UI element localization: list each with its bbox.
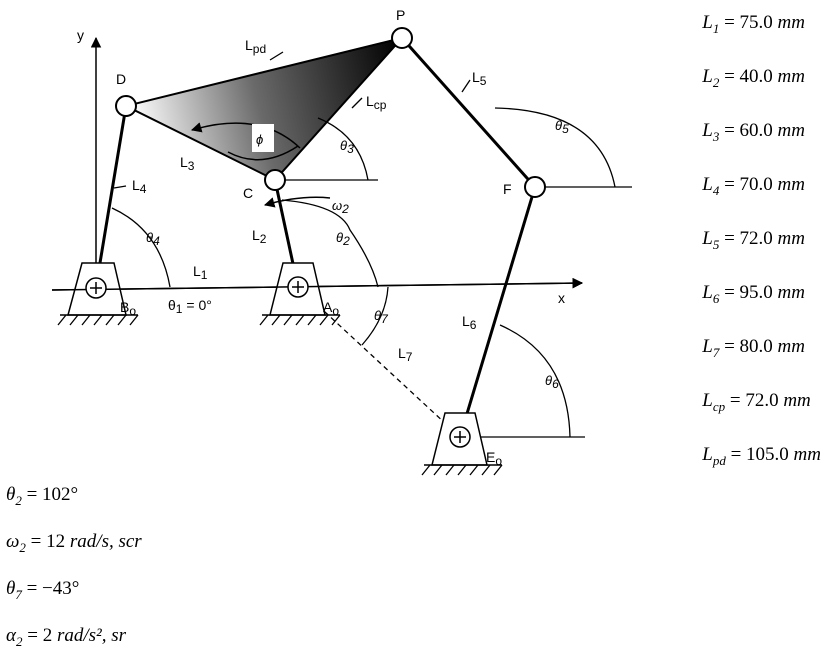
label-theta4: θ4	[146, 230, 160, 248]
label-theta6: θ6	[545, 373, 559, 391]
given-theta2: θ2 = 102°	[6, 484, 79, 508]
label-L1: L1	[193, 263, 208, 282]
leader-Lpd	[269, 51, 284, 61]
leader-Lcp	[351, 97, 363, 109]
label-L6: L6	[462, 313, 477, 332]
label-phi: ϕ	[256, 132, 263, 147]
pivot-Ao	[287, 276, 309, 298]
label-theta1: θ1 = 0°	[168, 297, 212, 316]
label-L3: L3	[180, 154, 195, 173]
label-F: F	[503, 181, 512, 197]
label-L4: L4	[132, 177, 147, 196]
param-L2: L2 = 40.0 mm	[702, 66, 805, 90]
mechanism-diagram: P D C F y x Bo Ao Eo Lpd Lcp L5 L3 L4 L2…	[51, 7, 632, 476]
param-L4: L4 = 70.0 mm	[702, 174, 805, 198]
label-theta7: θ7	[374, 308, 389, 326]
arc-theta7	[361, 286, 389, 346]
label-theta5: θ5	[555, 118, 569, 136]
leader-L5	[461, 79, 471, 93]
given-conditions: θ2 = 102° ω2 = 12 rad/s, scr θ7 = −43° α…	[6, 480, 142, 668]
arc-theta4	[111, 207, 171, 288]
link-L6	[458, 186, 537, 438]
label-C: C	[243, 185, 253, 201]
joint-C	[264, 169, 286, 191]
arc-theta2	[281, 199, 379, 288]
label-theta3: θ3	[340, 138, 354, 156]
arc-theta6	[499, 324, 571, 438]
label-Bo: Bo	[120, 299, 136, 318]
arc-omega2	[263, 196, 331, 208]
label-theta2: θ2	[336, 230, 350, 248]
label-Eo: Eo	[486, 449, 502, 468]
joint-D	[115, 95, 137, 117]
arc-theta3	[317, 117, 369, 181]
label-L7: L7	[398, 345, 413, 364]
param-Lpd: Lpd = 105.0 mm	[702, 444, 821, 468]
coupler-triangle	[123, 36, 405, 182]
label-P: P	[396, 7, 405, 23]
label-Lpd: Lpd	[245, 37, 266, 56]
param-L7: L7 = 80.0 mm	[702, 336, 805, 360]
pivot-Eo	[449, 426, 471, 448]
param-L6: L6 = 95.0 mm	[702, 282, 805, 306]
label-Lcp: Lcp	[366, 93, 387, 112]
arc-theta5	[494, 107, 616, 188]
label-Ao: Ao	[323, 299, 339, 318]
leader-L4	[113, 185, 127, 189]
param-L5: L5 = 72.0 mm	[702, 228, 805, 252]
link-L5	[400, 37, 537, 188]
param-L3: L3 = 60.0 mm	[702, 120, 805, 144]
given-theta7: θ7 = −43°	[6, 578, 80, 602]
joint-F	[524, 176, 546, 198]
label-L5: L5	[472, 69, 487, 88]
pivot-Bo	[85, 277, 107, 299]
label-D: D	[116, 71, 126, 87]
given-alpha2: α2 = 2 rad/s², sr	[6, 625, 127, 649]
label-y: y	[77, 27, 84, 43]
label-L2: L2	[252, 227, 267, 246]
given-omega2: ω2 = 12 rad/s, scr	[6, 531, 142, 555]
param-L1: L1 = 75.0 mm	[702, 12, 805, 36]
joint-P	[391, 27, 413, 49]
parameter-list: L1 = 75.0 mm L2 = 40.0 mm L3 = 60.0 mm L…	[702, 8, 821, 494]
phi-box	[252, 124, 274, 152]
link-L4	[94, 105, 128, 288]
label-omega2: ω2	[332, 198, 349, 216]
param-Lcp: Lcp = 72.0 mm	[702, 390, 811, 414]
label-x: x	[558, 290, 565, 306]
